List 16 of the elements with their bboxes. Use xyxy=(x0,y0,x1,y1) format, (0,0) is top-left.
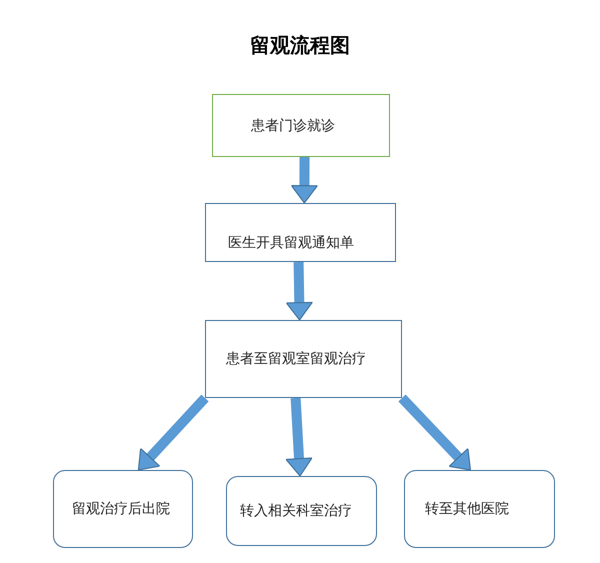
rounded-process-box xyxy=(53,470,193,548)
arrow xyxy=(290,156,318,204)
process-box xyxy=(205,320,402,398)
node-label: 医生开具留观通知单 xyxy=(228,234,354,252)
arrow xyxy=(286,262,313,321)
arrow xyxy=(286,398,313,477)
rounded-process-box xyxy=(404,470,555,548)
node-label: 留观治疗后出院 xyxy=(72,500,170,518)
rounded-process-box xyxy=(226,476,377,546)
diagram-title: 留观流程图 xyxy=(249,32,351,59)
process-box xyxy=(205,203,396,262)
process-box xyxy=(212,94,390,157)
node-label: 患者至留观室留观治疗 xyxy=(226,350,366,368)
node-label: 转入相关科室治疗 xyxy=(240,502,352,520)
node-label: 转至其他医院 xyxy=(425,500,509,518)
node-label: 患者门诊就诊 xyxy=(251,116,335,134)
